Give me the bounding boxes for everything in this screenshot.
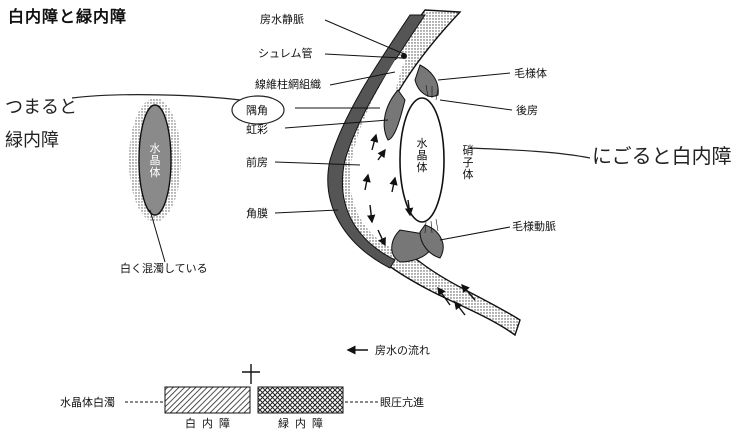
eye-lens [399, 97, 445, 223]
label-ciliary-artery: 毛様動脈 [512, 220, 556, 233]
flow-legend-label: 房水の流れ [375, 344, 430, 357]
label-posterior-chamber: 後房 [516, 104, 538, 117]
aqueous-flow-arrows [362, 133, 476, 316]
legend-glaucoma-label: 緑内障 [278, 417, 329, 430]
legend-glaucoma-desc: 眼圧亢進 [380, 396, 424, 409]
label-aqueous-vein: 房水静脈 [260, 13, 304, 26]
handwriting-blocked: つまると [5, 97, 77, 118]
label-angle: 隅角 [246, 104, 268, 117]
label-ciliary-body: 毛様体 [514, 67, 547, 80]
leader-lines [274, 19, 513, 241]
legend-cataract-swatch [164, 386, 251, 414]
label-anterior-chamber: 前房 [246, 156, 268, 169]
label-cloudy: 白く混濁している [120, 262, 208, 275]
zonule-fibers [424, 84, 439, 234]
label-iris: 虹彩 [246, 123, 268, 136]
cloudy-lens-leader [149, 209, 166, 263]
label-schlemm-canal: シュレム管 [258, 47, 313, 60]
cornea [327, 14, 426, 269]
label-vitreous: 硝子体 [462, 144, 474, 181]
label-cornea: 角膜 [246, 207, 268, 220]
handwriting-marks [71, 94, 591, 159]
handwriting-glaucoma: 緑内障 [5, 130, 59, 151]
schlemm-canal [401, 53, 407, 59]
ciliary-body-lower [419, 224, 444, 259]
legend-glaucoma-swatch [257, 386, 344, 414]
label-eye-lens: 水晶体 [416, 137, 428, 174]
iris-upper [383, 89, 406, 141]
legend-cataract-desc: 水晶体白濁 [60, 396, 115, 409]
cloudy-lens [138, 104, 172, 216]
label-trabecular-meshwork: 線維柱網組織 [255, 78, 321, 91]
label-cloudy-lens: 水晶体 [149, 142, 161, 179]
ciliary-body-upper [414, 64, 439, 97]
page-title: 白内障と緑内障 [8, 7, 128, 26]
handwriting-cataract: にごると白内障 [592, 144, 732, 168]
legend-cataract-label: 白内障 [185, 417, 236, 430]
